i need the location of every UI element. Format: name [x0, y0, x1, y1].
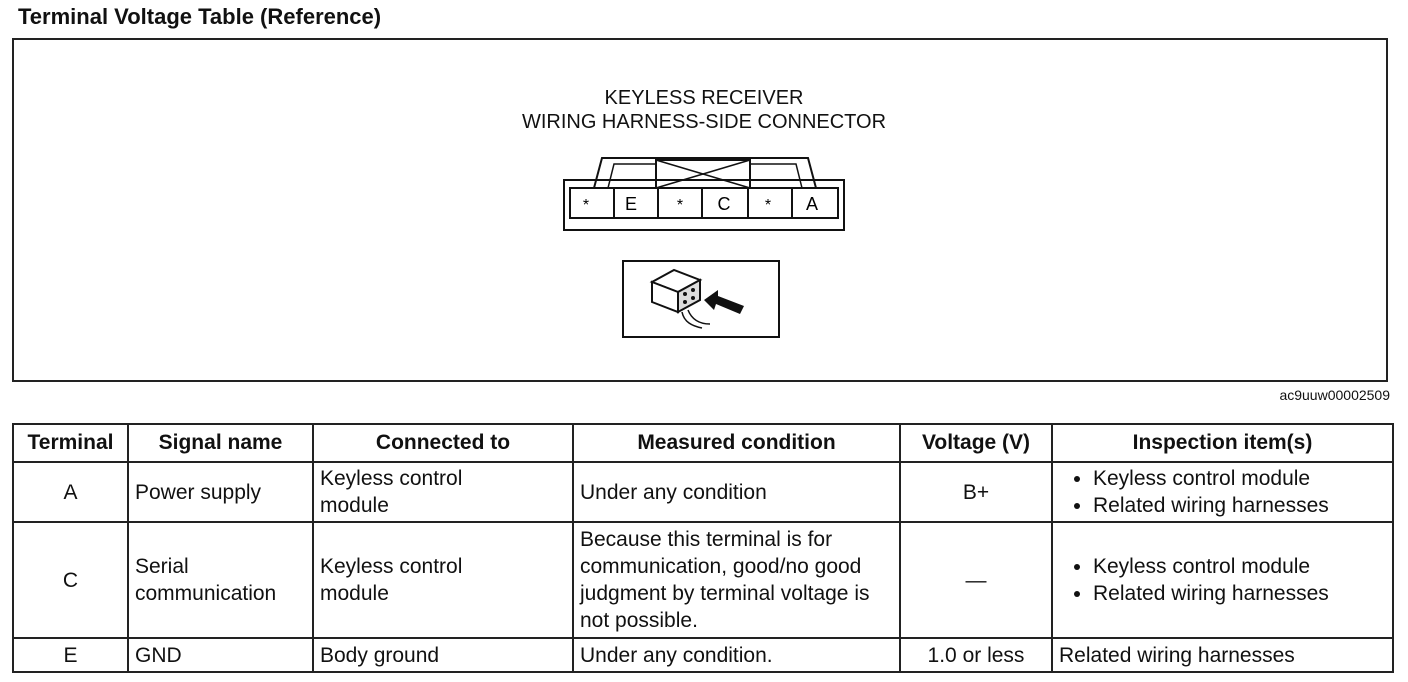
pin-row: * E * C * A: [583, 188, 818, 218]
table-row: C Serial communication Keyless control m…: [12, 521, 1394, 639]
inspection-item: Keyless control module: [1093, 553, 1386, 580]
figure-id: ac9uuw00002509: [1279, 387, 1390, 403]
signal-cell: Power supply: [127, 461, 314, 523]
voltage-cell: 1.0 or less: [899, 637, 1053, 673]
table-header-row: Terminal Signal name Connected to Measur…: [12, 423, 1394, 463]
condition-cell: Because this terminal is for communicati…: [572, 521, 901, 639]
table-row: A Power supply Keyless control module Un…: [12, 461, 1394, 523]
terminal-cell: E: [12, 637, 129, 673]
connector-figure: [12, 38, 1388, 382]
inspection-item: Related wiring harnesses: [1093, 492, 1386, 519]
condition-cell: Under any condition.: [572, 637, 901, 673]
caption-line-1: KEYLESS RECEIVER: [604, 87, 804, 109]
connected-cell: Body ground: [312, 637, 574, 673]
terminal-cell: A: [12, 461, 129, 523]
view-direction-icon: [622, 260, 780, 338]
signal-cell: Serial communication: [127, 521, 314, 639]
inspection-cell: Related wiring harnesses: [1051, 637, 1394, 673]
pin-label: *: [583, 197, 589, 214]
inspection-cell: Keyless control module Related wiring ha…: [1051, 461, 1394, 523]
pin-label: *: [765, 197, 771, 214]
inspection-item: Keyless control module: [1093, 465, 1386, 492]
pin-label: E: [625, 194, 637, 214]
table-row: E GND Body ground Under any condition. 1…: [12, 637, 1394, 673]
header-measured-condition: Measured condition: [572, 423, 901, 463]
pin-label: A: [806, 194, 818, 214]
caption-line-2: WIRING HARNESS-SIDE CONNECTOR: [521, 111, 887, 133]
inspection-item: Related wiring harnesses: [1093, 580, 1386, 607]
inspection-cell: Keyless control module Related wiring ha…: [1051, 521, 1394, 639]
connected-cell: Keyless control module: [312, 521, 574, 639]
terminal-cell: C: [12, 521, 129, 639]
connected-cell: Keyless control module: [312, 461, 574, 523]
header-voltage: Voltage (V): [899, 423, 1053, 463]
header-connected-to: Connected to: [312, 423, 574, 463]
voltage-cell: —: [899, 521, 1053, 639]
terminal-voltage-table: Terminal Signal name Connected to Measur…: [12, 423, 1394, 673]
connector-caption: KEYLESS RECEIVER WIRING HARNESS-SIDE CON…: [0, 86, 1408, 134]
connector-diagram: * E * C * A: [563, 157, 845, 231]
condition-cell: Under any condition: [572, 461, 901, 523]
pin-label: *: [677, 197, 683, 214]
header-terminal: Terminal: [12, 423, 129, 463]
page-title: Terminal Voltage Table (Reference): [18, 4, 382, 29]
signal-cell: GND: [127, 637, 314, 673]
pin-label: C: [718, 194, 731, 214]
header-signal-name: Signal name: [127, 423, 314, 463]
voltage-cell: B+: [899, 461, 1053, 523]
header-inspection-items: Inspection item(s): [1051, 423, 1394, 463]
